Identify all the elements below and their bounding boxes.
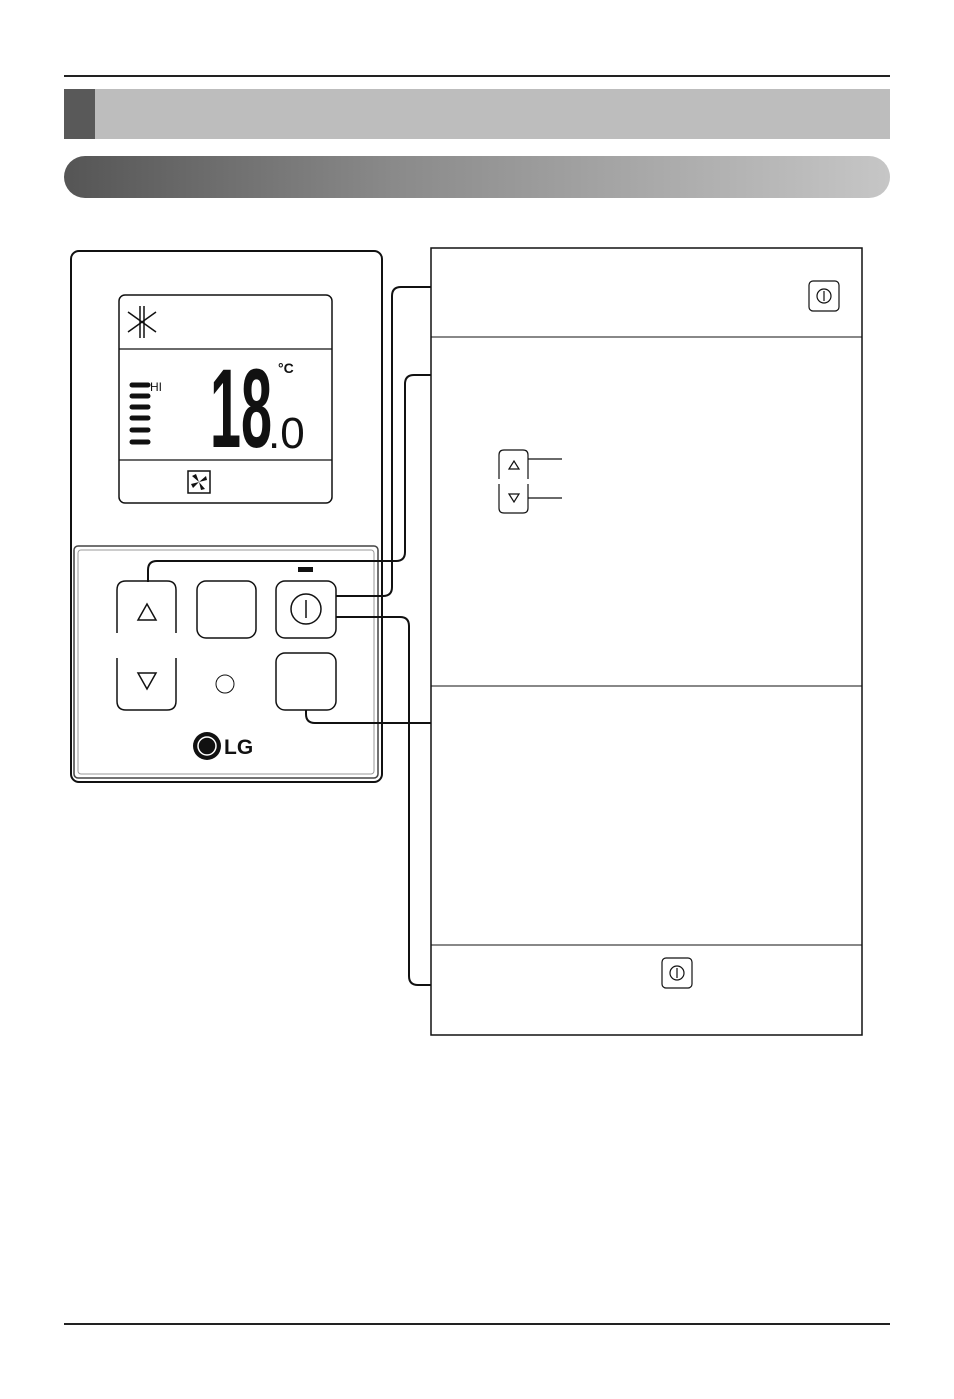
power-indicator (298, 567, 313, 572)
lg-logo-text: LG (224, 736, 253, 759)
triangle-down-icon (507, 493, 521, 504)
power-icon (808, 280, 840, 312)
temp-up-down-button[interactable] (116, 580, 177, 711)
remote-body (70, 250, 383, 783)
fan-icon (187, 470, 211, 494)
top-rule (64, 75, 890, 77)
section-marker (64, 89, 95, 139)
lg-logo: LG (193, 732, 253, 760)
subsection-header-pill (64, 156, 890, 198)
button-panel (73, 545, 379, 779)
fan-speed-button[interactable] (275, 652, 337, 711)
leader-lines (147, 286, 431, 986)
up-down-key-icon (498, 449, 562, 514)
mode-button[interactable] (196, 580, 257, 639)
power-icon (661, 957, 693, 989)
fan-level-label: HI (150, 380, 162, 394)
fan-speed-bars (129, 382, 151, 445)
sensor-indicator (215, 674, 235, 694)
power-button[interactable] (275, 580, 337, 639)
temperature-decimal: .0 (268, 409, 305, 458)
snowflake-cool-icon (127, 306, 157, 338)
temperature-unit: °C (278, 360, 294, 376)
triangle-up-icon (507, 459, 521, 470)
temperature-integer: 18 (210, 346, 272, 471)
lcd-display: HI 18 .0 °C (118, 294, 333, 504)
triangle-down-icon (136, 672, 158, 691)
power-icon (290, 593, 322, 625)
bottom-rule (64, 1323, 890, 1325)
triangle-up-icon (136, 602, 158, 621)
callout-box (430, 247, 863, 1036)
section-header-bar (64, 89, 890, 139)
